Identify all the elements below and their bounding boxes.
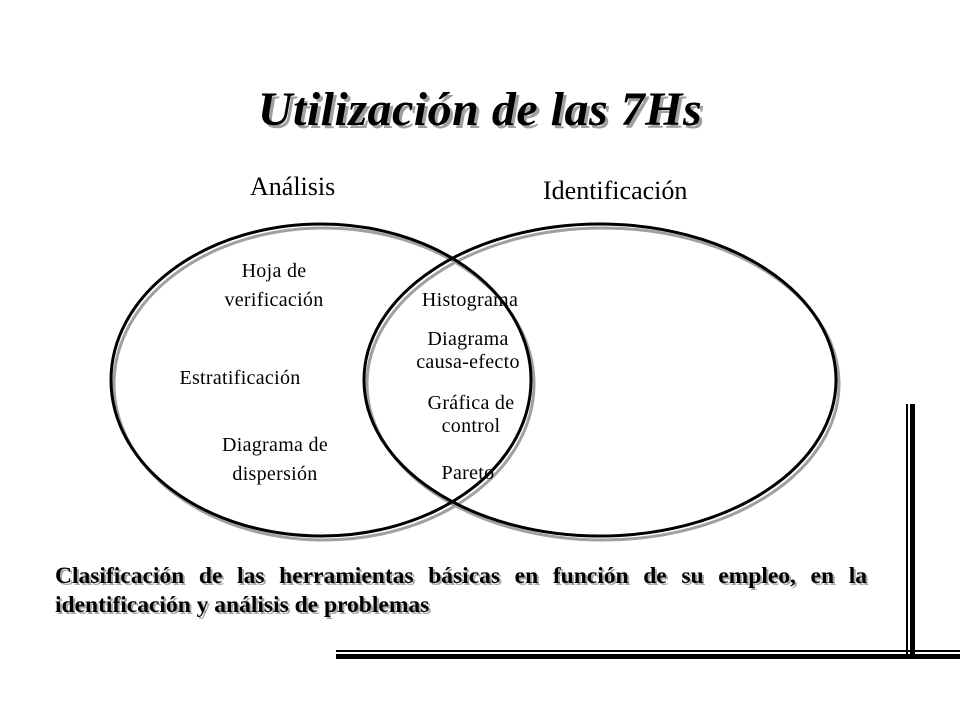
hoja-de-verificacion-line-2: verificación: [224, 289, 324, 311]
decorative-vertical-rule: [906, 404, 915, 656]
histograma-item: Histograma: [421, 289, 519, 311]
decorative-horizontal-rule: [336, 650, 960, 659]
identificacion-ellipse: [362, 222, 838, 538]
diagrama-causa-efecto-line-1: Diagrama: [427, 328, 509, 350]
diagrama-de-dispersion-item: Diagrama de dispersión: [195, 431, 355, 489]
diagrama-de-dispersion-line-2: dispersión: [232, 463, 318, 485]
grafica-de-control-line-1: Gráfica de: [427, 392, 515, 414]
estratificacion-item: Estratificación: [179, 367, 301, 389]
hoja-de-verificacion-item: Hoja de verificación: [194, 257, 354, 315]
identificacion-ellipse-shadow: [365, 226, 841, 542]
identificacion-set-label: Identificación: [543, 176, 688, 205]
grafica-de-control-line-2: control: [441, 415, 501, 437]
page-title: Utilización de las 7Hs: [257, 83, 703, 136]
diagrama-causa-efecto-item: Diagrama causa-efecto: [388, 328, 548, 374]
diagrama-causa-efecto-line-2: causa-efecto: [416, 351, 520, 373]
caption: Clasificación de las herramientas básica…: [55, 563, 867, 619]
analisis-ellipse-shadow: [112, 226, 536, 542]
grafica-de-control-item: Gráfica de control: [391, 392, 551, 438]
analisis-set-label: Análisis: [250, 172, 336, 201]
diagrama-de-dispersion-line-1: Diagrama de: [221, 434, 329, 456]
pareto-item: Pareto: [441, 462, 495, 484]
hoja-de-verificacion-line-1: Hoja de: [241, 260, 307, 282]
analisis-ellipse: [109, 222, 533, 538]
